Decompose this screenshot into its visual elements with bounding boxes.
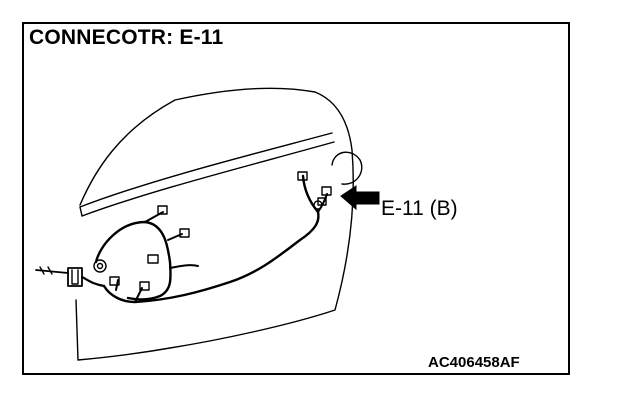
callout-label: E-11 (B) [381, 197, 458, 220]
connector-e11 [321, 186, 332, 196]
grommet-inner [71, 269, 79, 285]
connector-8 [317, 197, 327, 206]
belt-molding-lower [81, 141, 335, 217]
callout-arrow [340, 185, 380, 211]
molding-end-cap [79, 206, 83, 217]
harness-branch-c [169, 264, 199, 269]
harness-lower [102, 210, 320, 304]
grommet [67, 267, 83, 287]
connector-2 [179, 228, 190, 238]
connector-5 [139, 281, 150, 291]
harness-clip-inner [96, 262, 104, 270]
figure-code: AC406458AF [428, 354, 520, 371]
mirror-housing [331, 151, 363, 185]
connector-3 [147, 254, 159, 264]
harness-clip [93, 259, 107, 273]
diagram-title: CONNECOTR: E-11 [29, 26, 224, 49]
harness-upper-branch [301, 174, 320, 214]
body-side-lead-2 [39, 266, 53, 275]
harness-main [94, 220, 172, 301]
connector-1 [157, 205, 168, 215]
grommet-to-door [80, 275, 106, 288]
body-side-lead [35, 269, 69, 274]
belt-molding [79, 132, 333, 208]
connector-4 [109, 276, 120, 286]
door-panel-outline [75, 87, 354, 361]
diagram-frame [22, 22, 570, 375]
connector-6 [297, 171, 308, 181]
